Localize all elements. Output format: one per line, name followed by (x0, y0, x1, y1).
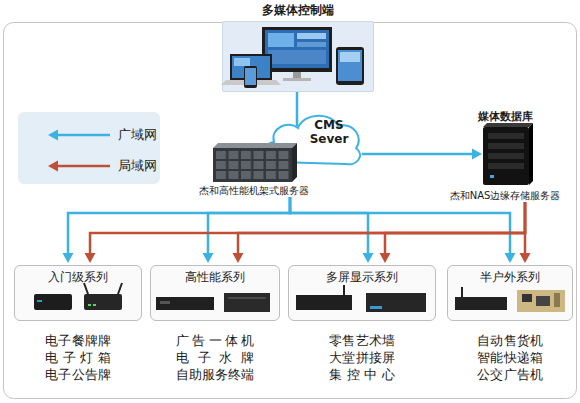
connector-line (362, 153, 475, 156)
nas-illustration (488, 163, 524, 169)
connector-line (290, 197, 510, 256)
node-label: 杰和高性能机架式服务器 (199, 185, 309, 197)
wan-connector (63, 197, 291, 263)
series-item: 电子餐牌牌 (45, 332, 111, 349)
legend-box: 广域网局域网 (18, 112, 160, 184)
product-series-box: 入门级系列电子餐牌牌电子灯箱电子公告牌 (14, 265, 142, 385)
control-panel-frame (222, 21, 374, 92)
wan-connector (290, 197, 374, 263)
connector-line (385, 202, 525, 256)
series-item: 自助服务终端 (176, 366, 254, 383)
node-heading: 入门级系列 (14, 270, 142, 285)
series-item: 广告一体机 (176, 332, 254, 349)
arrow-head (520, 253, 531, 263)
nas-illustration (488, 133, 524, 139)
wan-connector (362, 149, 482, 160)
product-series-box: 半户外系列自动售货机智能快递箱公交广告机 (447, 265, 573, 385)
connector-line (68, 197, 290, 256)
nas-illustration (488, 143, 524, 149)
connector-line (524, 202, 527, 256)
series-item: 公交广告机 (477, 366, 543, 383)
series-item: 大堂拼接屏 (329, 349, 395, 366)
legend-arrow (48, 160, 110, 172)
node-heading: 多屏显示系列 (288, 270, 436, 285)
legend-text: 广域网 (118, 127, 157, 143)
arrow-head (233, 253, 244, 263)
connector-line (90, 202, 525, 256)
nas-illustration (483, 123, 533, 185)
legend-arrow (56, 134, 110, 137)
rack-server: 杰和高性能机架式服务器 (206, 140, 302, 197)
arrow-head (472, 149, 482, 160)
connector-line (208, 197, 290, 256)
series-item: 自动售货机 (477, 332, 543, 349)
product-series-box: 多屏显示系列零售艺术墙大堂拼接屏集控中心 (288, 265, 436, 385)
legend-arrow (48, 130, 58, 141)
arrow-head (380, 253, 391, 263)
series-item: 电子公告牌 (45, 366, 111, 383)
legend-arrow (48, 161, 58, 172)
cloud-outline (264, 116, 360, 165)
connector-line (238, 202, 525, 256)
arrow-head (203, 253, 214, 263)
wan-connector (290, 197, 516, 263)
lan-connector (85, 202, 526, 263)
arrow-head (363, 253, 374, 263)
legend-arrow (56, 165, 110, 168)
node-label: 杰和NAS边缘存储服务器 (450, 190, 561, 202)
nas-illustration (529, 123, 533, 185)
lan-connector (380, 202, 526, 263)
arrow-head (63, 253, 74, 263)
control-terminal-box: 多媒体控制端 (222, 2, 374, 92)
lan-connector (233, 202, 526, 263)
nas-illustration (483, 123, 533, 127)
node-heading: CMS Sever (306, 118, 352, 146)
legend-arrow (48, 129, 110, 141)
nas-illustration (490, 175, 494, 178)
connector-line (296, 92, 299, 126)
node-heading: 媒体数据库 (478, 110, 533, 123)
connector-line (290, 197, 368, 256)
nas-illustration (488, 153, 524, 159)
node-heading: 半户外系列 (447, 270, 573, 285)
series-item: 集控中心 (329, 366, 395, 383)
series-item: 电子水牌 (176, 349, 254, 366)
nas-illustration (483, 127, 529, 185)
nas-server: 媒体数据库杰和NAS边缘存储服务器 (472, 110, 538, 202)
wan-connector (203, 197, 291, 263)
legend-text: 局域网 (118, 158, 157, 174)
arrow-head (505, 253, 516, 263)
series-item: 电子灯箱 (45, 349, 111, 366)
cms-cloud: CMS Sever (258, 108, 364, 170)
wan-connector (297, 92, 298, 126)
arrow-head (85, 253, 96, 263)
node-heading: 高性能系列 (150, 270, 280, 285)
lan-connector (520, 202, 531, 263)
series-item: 智能快递箱 (477, 349, 543, 366)
product-series-box: 高性能系列广告一体机电子水牌自助服务终端 (150, 265, 280, 385)
series-item: 零售艺术墙 (329, 332, 395, 349)
node-heading: 多媒体控制端 (222, 2, 374, 18)
